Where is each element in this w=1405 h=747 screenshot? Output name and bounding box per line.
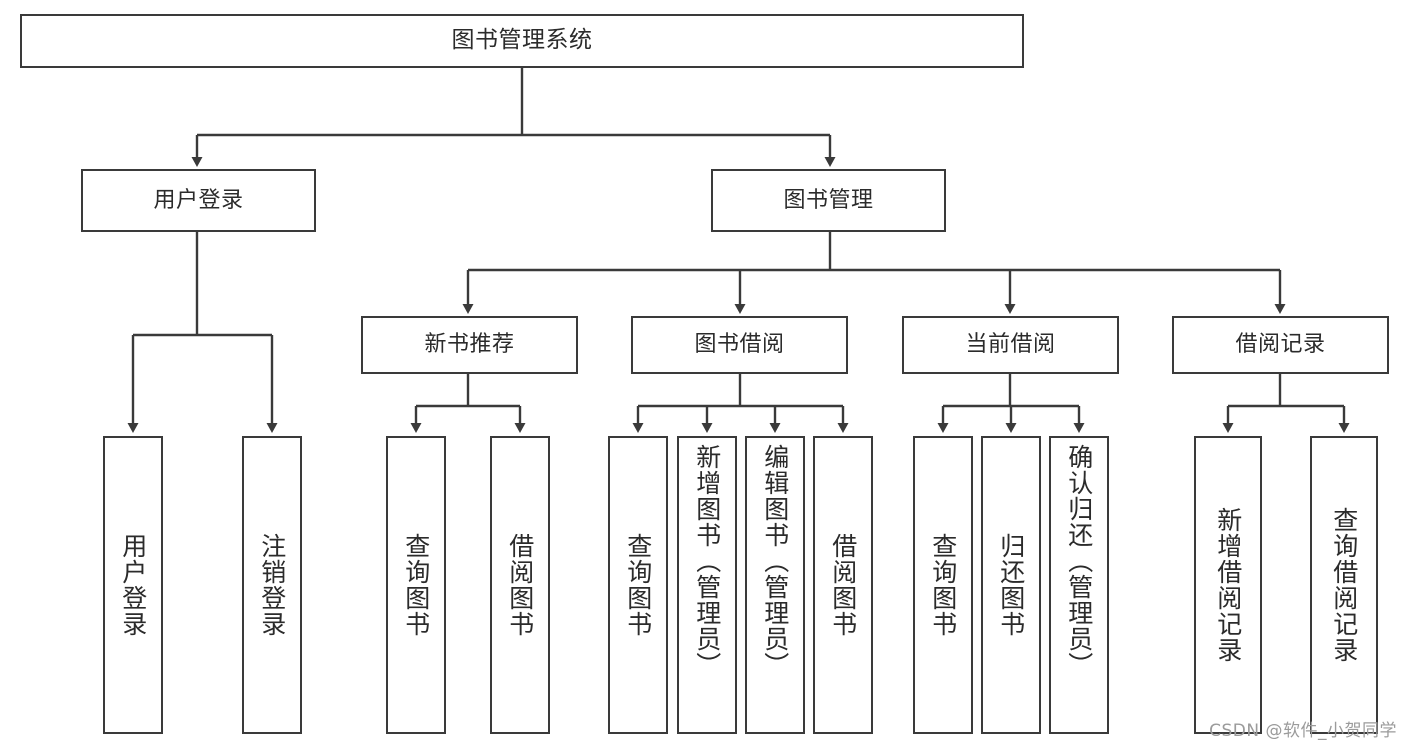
leaf-borrow-edit-book-label: 编辑图书（管理员） [760,444,790,678]
node-user-login-label: 用户登录 [153,187,244,213]
node-current-borrow-label: 当前借阅 [965,332,1056,358]
leaf-recommend-borrow-book[interactable]: 借阅图书 [490,436,550,734]
node-book-management-label: 图书管理 [783,187,874,213]
node-new-book-recommend[interactable]: 新书推荐 [361,316,578,374]
node-root-label: 图书管理系统 [451,27,593,54]
leaf-current-confirm-return[interactable]: 确认归还（管理员） [1049,436,1109,734]
node-new-book-recommend-label: 新书推荐 [424,332,515,358]
node-book-management[interactable]: 图书管理 [711,169,946,232]
node-borrow-record-label: 借阅记录 [1235,332,1326,358]
leaf-user-login-logout-label: 注销登录 [257,533,287,637]
node-borrow-record[interactable]: 借阅记录 [1172,316,1389,374]
leaf-borrow-borrow-book-label: 借阅图书 [828,533,858,637]
leaf-borrow-edit-book[interactable]: 编辑图书（管理员） [745,436,805,734]
leaf-record-add-record[interactable]: 新增借阅记录 [1194,436,1262,734]
leaf-user-login-logout[interactable]: 注销登录 [242,436,302,734]
leaf-borrow-add-book-label: 新增图书（管理员） [692,444,722,678]
leaf-record-query-record-label: 查询借阅记录 [1329,507,1359,663]
leaf-current-return-book[interactable]: 归还图书 [981,436,1041,734]
leaf-user-login-login-label: 用户登录 [118,533,148,637]
leaf-user-login-login[interactable]: 用户登录 [103,436,163,734]
node-root[interactable]: 图书管理系统 [20,14,1024,68]
leaf-borrow-query-book-label: 查询图书 [623,533,653,637]
leaf-record-add-record-label: 新增借阅记录 [1213,507,1243,663]
leaf-current-query-book[interactable]: 查询图书 [913,436,973,734]
csdn-watermark: CSDN @软件_小贺同学 [1209,721,1397,741]
node-book-borrow[interactable]: 图书借阅 [631,316,848,374]
leaf-record-query-record[interactable]: 查询借阅记录 [1310,436,1378,734]
leaf-recommend-query-book-label: 查询图书 [401,533,431,637]
leaf-borrow-add-book[interactable]: 新增图书（管理员） [677,436,737,734]
leaf-recommend-borrow-book-label: 借阅图书 [505,533,535,637]
leaf-current-query-book-label: 查询图书 [928,533,958,637]
leaf-recommend-query-book[interactable]: 查询图书 [386,436,446,734]
node-book-borrow-label: 图书借阅 [694,332,785,358]
leaf-current-return-book-label: 归还图书 [996,533,1026,637]
leaf-borrow-query-book[interactable]: 查询图书 [608,436,668,734]
leaf-borrow-borrow-book[interactable]: 借阅图书 [813,436,873,734]
leaf-current-confirm-return-label: 确认归还（管理员） [1064,444,1094,678]
node-user-login[interactable]: 用户登录 [81,169,316,232]
node-current-borrow[interactable]: 当前借阅 [902,316,1119,374]
